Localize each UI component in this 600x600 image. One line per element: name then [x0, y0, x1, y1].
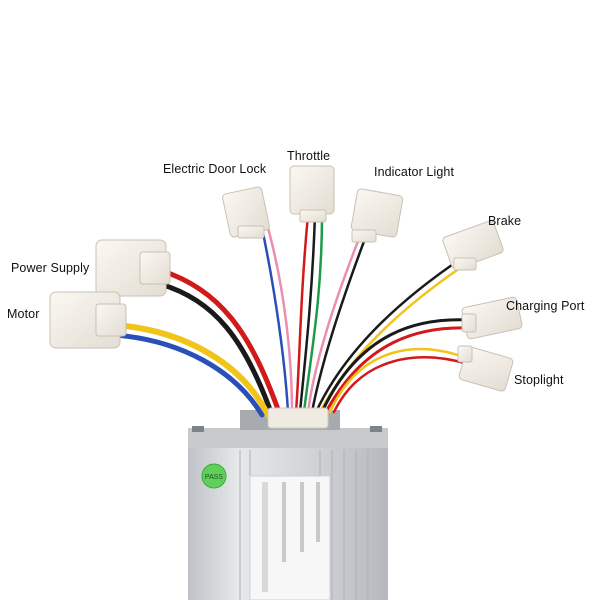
throttle-connector	[289, 165, 335, 223]
power-supply-connector	[95, 239, 171, 297]
pass-badge-text: PASS	[205, 474, 223, 481]
door-lock-connector	[222, 186, 270, 239]
label-power-supply: Power Supply	[11, 261, 90, 275]
label-throttle: Throttle	[287, 149, 331, 163]
label-brake: Brake	[488, 214, 522, 228]
wire-harness	[112, 213, 472, 418]
label-stoplight: Stoplight	[514, 373, 564, 387]
label-charging-port: Charging Port	[506, 299, 585, 313]
indicator-light-connector	[350, 188, 404, 243]
spec-sticker	[249, 475, 331, 600]
label-indicator-light: Indicator Light	[374, 165, 455, 179]
charging-port-connector	[461, 296, 523, 340]
label-motor: Motor	[7, 307, 40, 321]
brake-connector	[442, 220, 504, 271]
pass-badge: PASS	[201, 463, 227, 489]
stoplight-connector	[457, 345, 514, 392]
wire-grommet	[267, 407, 329, 429]
motor-connector	[49, 291, 127, 349]
label-electric-door-lock: Electric Door Lock	[163, 162, 267, 176]
